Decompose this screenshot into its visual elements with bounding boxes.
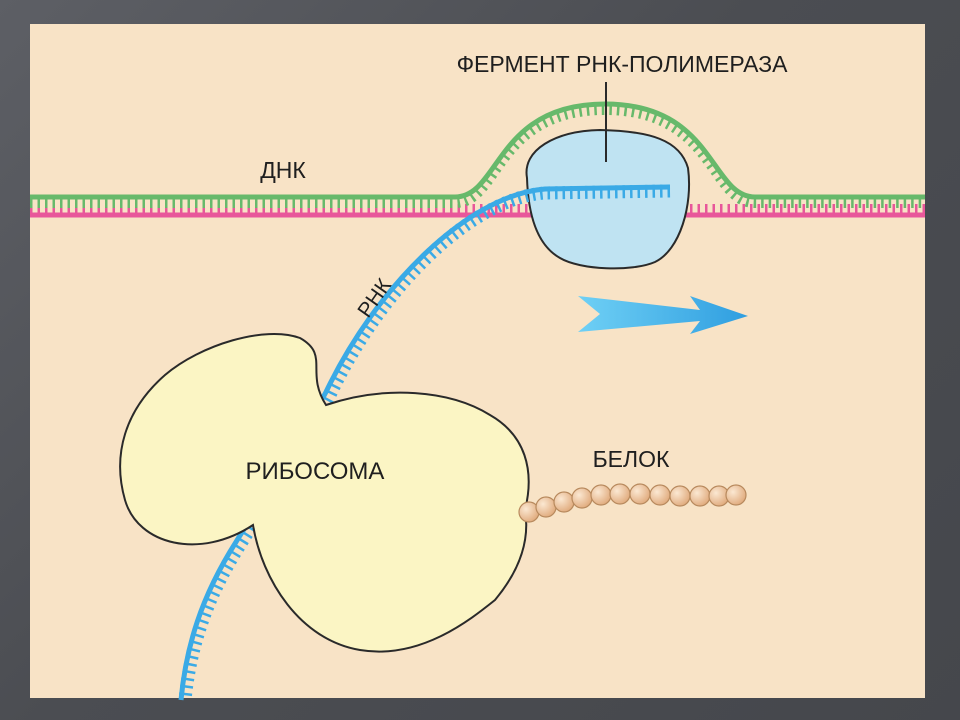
ribosome-label: РИБОСОМА	[246, 458, 385, 485]
dna-label: ДНК	[260, 157, 306, 183]
protein-bead	[629, 483, 651, 505]
enzyme-label: ФЕРМЕНТ РНК-ПОЛИМЕРАЗА	[457, 51, 789, 77]
protein-chain	[518, 483, 747, 523]
transcription-direction-arrow	[578, 296, 748, 334]
protein-bead	[649, 484, 671, 506]
protein-bead	[553, 491, 575, 513]
dna-coding-ticks	[30, 104, 925, 208]
protein-bead	[725, 484, 747, 506]
ribosome	[119, 332, 530, 653]
protein-bead	[590, 484, 612, 506]
protein-bead	[609, 483, 631, 505]
protein-label: БЕЛОК	[593, 446, 670, 472]
protein-bead	[689, 485, 711, 507]
protein-bead	[535, 496, 557, 518]
rna-polymerase-enzyme	[525, 128, 690, 270]
protein-bead	[669, 485, 691, 507]
protein-bead	[571, 487, 593, 509]
arrow-right-icon	[578, 296, 748, 334]
